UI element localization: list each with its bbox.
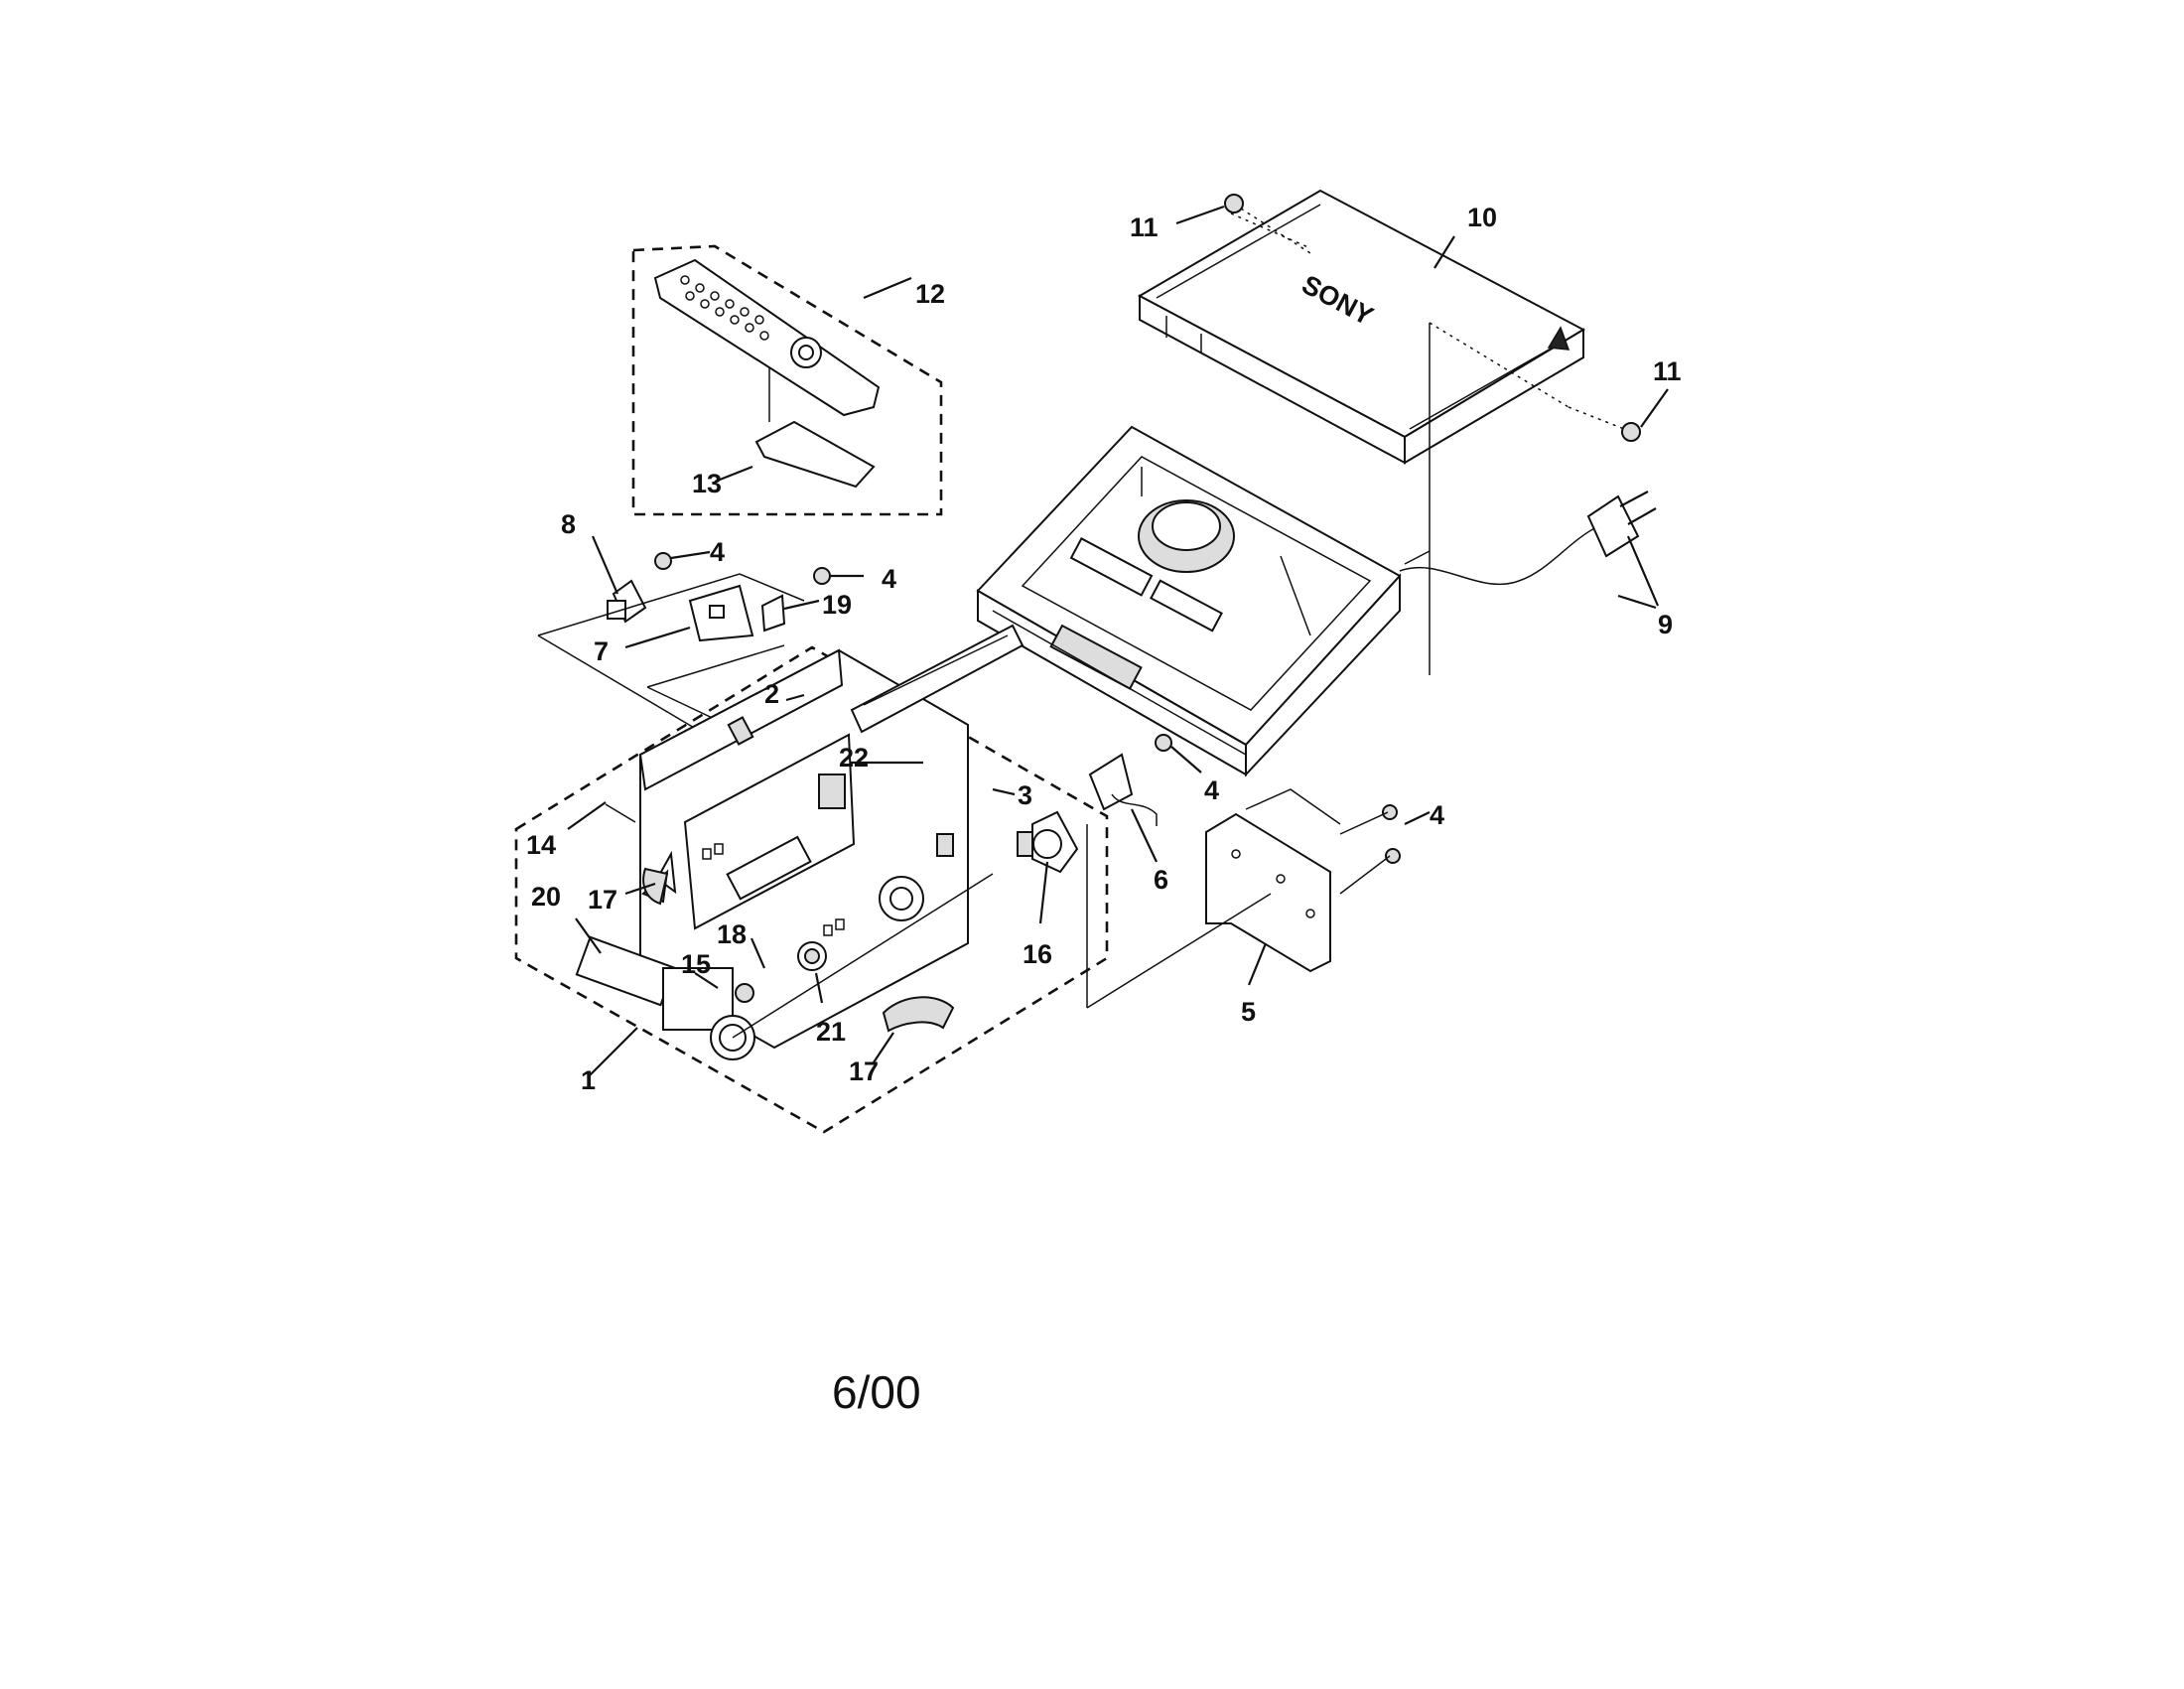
callout-4a: 4 [710, 537, 725, 567]
screws-11 [1175, 194, 1669, 442]
callout-4b: 4 [882, 564, 896, 594]
callout-6: 6 [1154, 865, 1168, 895]
callout-18: 18 [717, 919, 747, 949]
top-cover: SONY [1137, 189, 1586, 675]
callout-20: 20 [531, 882, 561, 912]
leader-lines [567, 235, 1657, 1078]
callout-5: 5 [1241, 997, 1256, 1027]
power-plug [1586, 491, 1660, 607]
callout-3: 3 [1018, 780, 1032, 810]
callout-15: 15 [681, 949, 711, 979]
switch-and-bracket [1086, 734, 1401, 1009]
callout-11a: 11 [1130, 212, 1159, 242]
callout-19: 19 [822, 590, 852, 620]
date-code: 6/00 [832, 1366, 921, 1418]
callout-4d: 4 [1430, 800, 1444, 830]
callout-labels: 1 2 3 4 4 4 4 5 6 7 8 9 10 11 11 12 13 1… [526, 203, 1682, 1095]
callout-17b: 17 [849, 1056, 879, 1086]
callout-7: 7 [594, 636, 609, 666]
callout-13: 13 [692, 469, 722, 498]
callout-9: 9 [1658, 610, 1673, 639]
callout-12: 12 [915, 279, 945, 309]
callout-10: 10 [1467, 203, 1497, 232]
callout-14: 14 [526, 830, 556, 860]
callout-1: 1 [581, 1065, 596, 1095]
remote-group [631, 244, 943, 516]
callout-4c: 4 [1204, 775, 1219, 805]
callout-11b: 11 [1653, 356, 1682, 386]
callout-2: 2 [764, 679, 779, 709]
front-panel-group [514, 624, 1109, 1134]
callout-8: 8 [561, 509, 576, 539]
callout-17a: 17 [588, 885, 617, 915]
chassis-mechanism [976, 425, 1599, 777]
callout-16: 16 [1023, 939, 1052, 969]
callout-22: 22 [839, 743, 869, 773]
callout-21: 21 [816, 1017, 846, 1047]
front-panel-parts [575, 803, 1088, 1060]
